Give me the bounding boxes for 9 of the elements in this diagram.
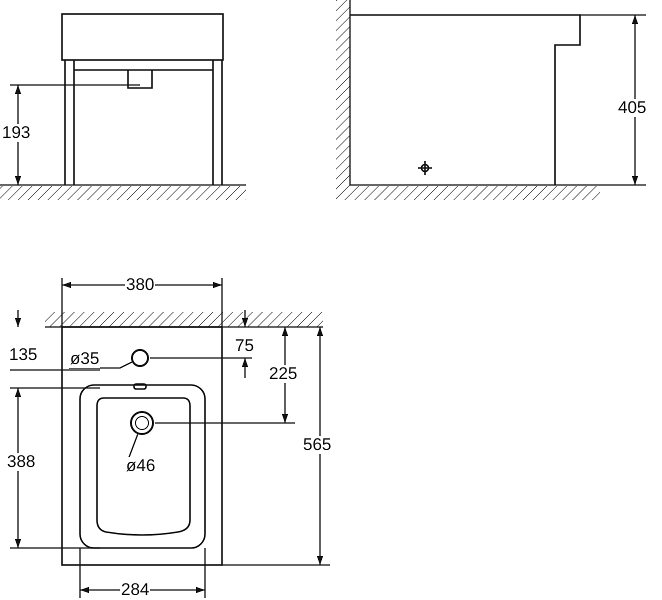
pipe-opening <box>131 349 149 367</box>
diameter-label: ø35 <box>69 350 100 368</box>
dimension-label: 565 <box>302 436 332 454</box>
dimension-label: 193 <box>1 124 32 142</box>
dimension-label: 405 <box>617 99 648 117</box>
leader-line <box>69 361 132 369</box>
dimension-label: 225 <box>268 365 298 383</box>
pipe-opening <box>130 411 154 435</box>
dimension-label: 388 <box>6 453 36 471</box>
